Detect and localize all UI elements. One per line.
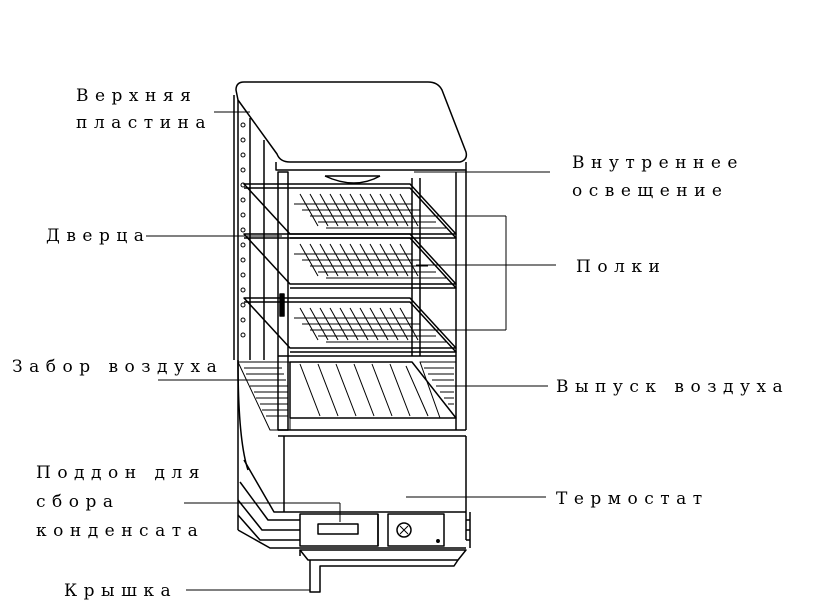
thermostat-panel	[387, 513, 445, 547]
label-interior-light-line2: освещение	[572, 181, 729, 201]
door-frame	[277, 170, 467, 431]
shelf-holes	[240, 122, 246, 338]
label-door: Дверца	[46, 226, 151, 246]
air-outlet-vents	[419, 361, 457, 419]
shelf-3	[243, 297, 457, 353]
label-top-plate-line2: пластина	[76, 113, 212, 133]
label-lid: Крышка	[64, 581, 178, 601]
top-plate	[233, 81, 468, 360]
interior-light	[324, 175, 381, 184]
condensate-tray	[299, 513, 379, 547]
lid	[299, 549, 467, 593]
bottom-grille	[289, 361, 457, 419]
label-top-plate-line1: Верхняя	[76, 86, 198, 106]
side-panel	[237, 100, 265, 360]
label-tray-line2: сбора	[36, 492, 120, 512]
label-tray-line3: конденсата	[36, 521, 205, 541]
label-thermostat: Термостат	[556, 489, 709, 509]
label-interior-light-line1: Внутреннее	[572, 153, 744, 173]
label-tray-line1: Поддон для	[36, 463, 206, 483]
leader-lines	[146, 111, 556, 591]
shelf-2	[243, 233, 457, 289]
shelf-1	[243, 183, 457, 239]
air-intake-vents	[237, 361, 291, 431]
base-cabinet	[237, 359, 471, 549]
label-air-intake: Забор воздуха	[12, 357, 224, 377]
label-air-outlet: Выпуск воздуха	[556, 377, 790, 397]
label-shelves: Полки	[576, 257, 667, 277]
